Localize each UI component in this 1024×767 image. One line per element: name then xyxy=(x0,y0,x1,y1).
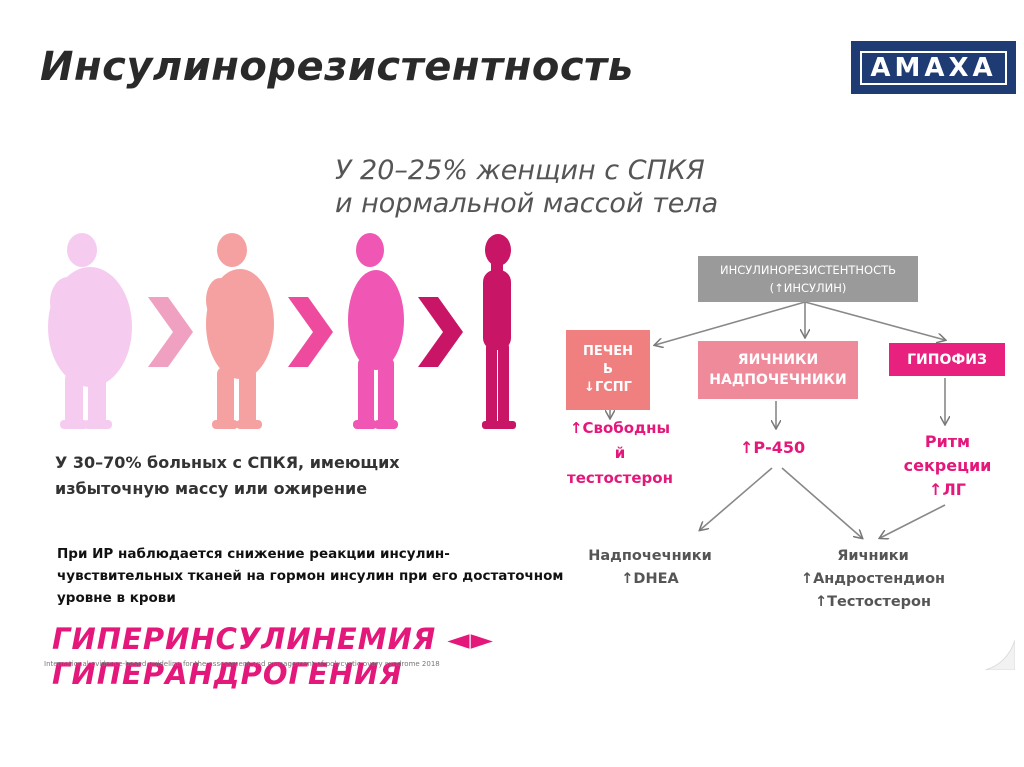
obesity-caption-line-1: У 30–70% больных с СПКЯ, имеющих xyxy=(55,453,400,472)
ovaries-result-line-1: Яичники xyxy=(837,548,909,564)
free-t-line-3: тестостерон xyxy=(567,469,673,487)
obesity-caption-line-2: избыточную массу или ожирение xyxy=(55,479,368,498)
free-t-line-1: ↑Свободны xyxy=(569,419,671,437)
lh-rhythm-label: Ритм секреции ↑ЛГ xyxy=(895,430,1000,502)
pituitary-box: ГИПОФИЗ xyxy=(889,343,1005,376)
chevron-right-icon xyxy=(418,297,463,367)
subtitle-line-2: и нормальной массой тела xyxy=(335,188,719,219)
adrenal-result: Надпочечники ↑DHEA xyxy=(575,545,725,591)
lh-rhythm-line-1: Ритм xyxy=(924,432,971,451)
overweight-figure-icon xyxy=(348,233,404,429)
ovaries-box-line-1: ЯИЧНИКИ xyxy=(737,352,819,368)
insulin-resistance-box: ИНСУЛИНОРЕЗИСТЕНТНОСТЬ (↑ИНСУЛИН) xyxy=(698,256,918,302)
liver-box: ПЕЧЕН Ь ↓ГСПГ xyxy=(566,330,650,410)
obese-figure-2-icon xyxy=(206,233,274,429)
lh-rhythm-line-3: ↑ЛГ xyxy=(929,480,966,499)
arrow-lh-to-ovaries xyxy=(880,504,946,538)
ovaries-adrenals-box: ЯИЧНИКИ НАДПОЧЕЧНИКИ xyxy=(698,341,858,399)
obesity-caption: У 30–70% больных с СПКЯ, имеющих избыточ… xyxy=(55,450,400,502)
p450-label: ↑Р-450 xyxy=(740,438,806,457)
ir-description: При ИР наблюдается снижение реакции инсу… xyxy=(57,543,563,609)
body-silhouettes-progression xyxy=(48,233,516,429)
ir-box-line-1: ИНСУЛИНОРЕЗИСТЕНТНОСТЬ xyxy=(719,263,897,277)
obese-figure-1-icon xyxy=(48,233,132,429)
subtitle-line-1: У 20–25% женщин с СПКЯ xyxy=(335,155,705,186)
free-testosterone-label: ↑Свободны й тестостерон xyxy=(555,416,685,491)
page-title: Инсулинорезистентность xyxy=(40,44,634,90)
amaxa-logo: AMAXA xyxy=(851,41,1016,94)
citation-footnote: International evidence-based guideline f… xyxy=(44,660,440,668)
free-t-line-2: й xyxy=(614,444,626,462)
ovaries-result: Яичники ↑Андростендион ↑Тестостерон xyxy=(783,545,963,614)
ir-box-line-2: (↑ИНСУЛИН) xyxy=(769,281,847,295)
page-curl-icon xyxy=(985,640,1015,670)
lh-rhythm-line-2: секреции xyxy=(903,456,992,475)
chevron-right-icon xyxy=(148,297,193,367)
ir-description-line-3: уровне в крови xyxy=(57,590,176,606)
liver-box-line-3: ↓ГСПГ xyxy=(584,380,632,395)
hyperandrogenia-heading: ГИПЕРАНДРОГЕНИЯ xyxy=(52,657,403,691)
ovaries-box-line-2: НАДПОЧЕЧНИКИ xyxy=(709,372,847,388)
logo-text: AMAXA xyxy=(860,50,1007,85)
pituitary-box-label: ГИПОФИЗ xyxy=(907,351,987,368)
ir-description-line-2: чувствительных тканей на гормон инсулин … xyxy=(57,568,564,584)
arrow-p450-to-ovaries xyxy=(781,467,862,538)
normal-figure-icon xyxy=(482,234,516,429)
chevron-right-icon xyxy=(288,297,333,367)
hyperinsulinemia-heading: ГИПЕРИНСУЛИНЕМИЯ ◄► xyxy=(52,622,494,656)
arrow-ir-to-pituitary xyxy=(804,301,945,340)
arrow-p450-to-adrenal xyxy=(700,467,773,530)
arrow-ir-to-liver xyxy=(655,301,806,345)
adrenal-result-line-2: ↑DHEA xyxy=(621,571,679,587)
ir-description-line-1: При ИР наблюдается снижение реакции инсу… xyxy=(57,546,450,562)
liver-box-line-2: Ь xyxy=(603,362,613,377)
liver-box-line-1: ПЕЧЕН xyxy=(582,344,634,359)
adrenal-result-line-1: Надпочечники xyxy=(588,548,712,564)
ovaries-result-line-3: ↑Тестостерон xyxy=(814,594,932,610)
ovaries-result-line-2: ↑Андростендион xyxy=(800,571,946,587)
